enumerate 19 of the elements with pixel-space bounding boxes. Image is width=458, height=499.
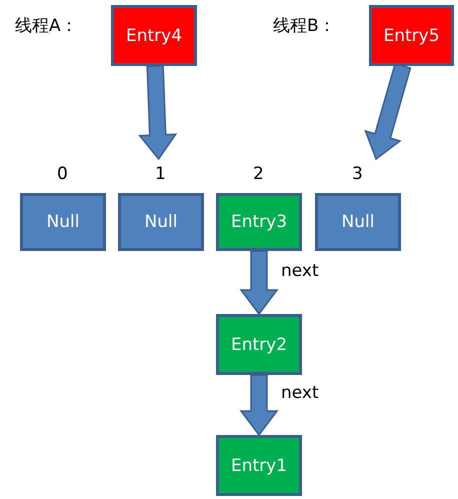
entry-box: Entry2 — [216, 314, 302, 375]
entry-box: Entry4 — [111, 5, 197, 66]
edge-label: next — [281, 383, 319, 403]
index-label: 0 — [57, 164, 68, 184]
null-box: Null — [20, 193, 106, 251]
entry-box: Entry3 — [216, 193, 302, 251]
index-label: 2 — [253, 164, 264, 184]
index-label: 3 — [352, 164, 363, 184]
entry-box: Entry1 — [216, 435, 302, 496]
thread-label: 线程B： — [273, 15, 336, 37]
block-arrow — [240, 250, 278, 316]
entry-box: Entry5 — [369, 5, 454, 66]
block-arrow — [138, 64, 178, 160]
edge-label: next — [281, 260, 319, 280]
null-box: Null — [118, 193, 204, 251]
block-arrow — [240, 374, 278, 436]
thread-label: 线程A： — [15, 15, 78, 37]
null-box: Null — [315, 193, 401, 251]
index-label: 1 — [155, 164, 166, 184]
